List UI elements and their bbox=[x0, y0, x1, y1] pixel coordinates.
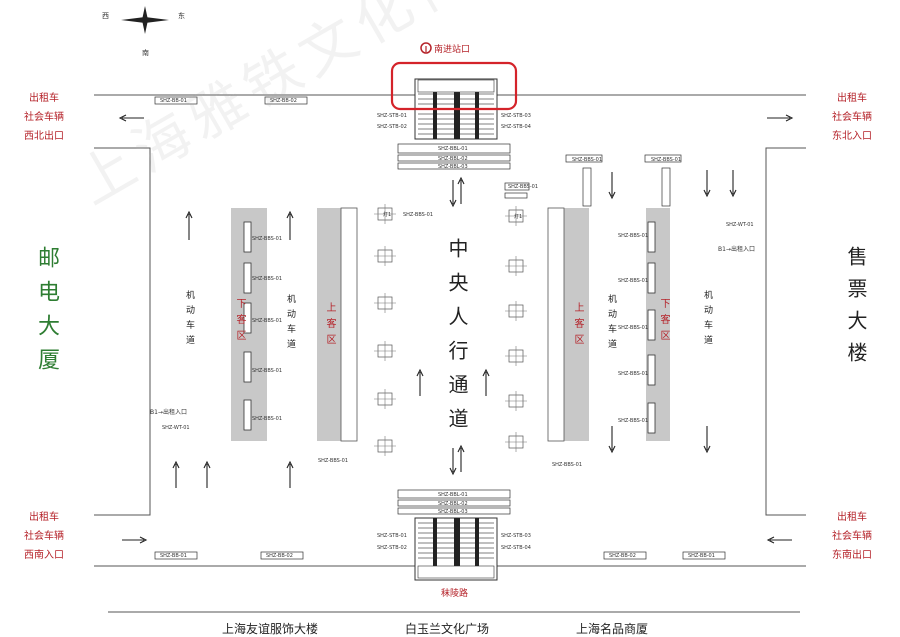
south-road-label: 秣陵路 bbox=[441, 589, 469, 599]
sign-label: SHZ-BBL-03 bbox=[438, 509, 468, 515]
sign-label: SHZ-BB-01 bbox=[160, 553, 187, 559]
sign-label: SHZ-STB-02 bbox=[377, 545, 407, 551]
sign-label: SHZ-BBS-01 bbox=[618, 278, 649, 284]
left-bottom-exit: 出租车社会车辆西南入口 bbox=[24, 512, 64, 561]
sign-label: SHZ-BBS-01 bbox=[508, 184, 539, 190]
sign-label: SHZ-BBS-01 bbox=[403, 212, 434, 218]
sign-label: SHZ-STB-03 bbox=[501, 533, 531, 539]
right-building: 售票大楼 bbox=[844, 246, 868, 374]
bottom-building-3: 上海名品商厦 bbox=[576, 622, 649, 636]
compass-east: 东 bbox=[178, 12, 185, 20]
north-exit-label: 南进站口 bbox=[434, 45, 471, 55]
sign-label: SHZ-STB-01 bbox=[377, 533, 407, 539]
sign-label: SHZ-BBS-01 bbox=[651, 157, 682, 163]
sign-label: SHZ-BBS-01 bbox=[252, 318, 283, 324]
sign-label: SHZ-BBS-01 bbox=[618, 418, 649, 424]
motor-lane-2: 机动车道 bbox=[285, 294, 295, 354]
pick-up-left: 上客区 bbox=[324, 302, 335, 350]
sign-label: SHZ-BBL-02 bbox=[438, 156, 468, 162]
pick-up-right: 上客区 bbox=[572, 302, 583, 350]
bottom-building-1: 上海友谊服饰大楼 bbox=[222, 622, 319, 636]
sign-label: SHZ-BBL-01 bbox=[438, 492, 468, 498]
sign-label: SHZ-STB-03 bbox=[501, 113, 531, 119]
sign-label: SHZ-BB-02 bbox=[609, 553, 636, 559]
bottom-building-2: 白玉兰文化广场 bbox=[405, 622, 490, 636]
sign-label: SHZ-BB-01 bbox=[688, 553, 715, 559]
compass-south: 南 bbox=[142, 49, 149, 57]
sign-label: SHZ-STB-02 bbox=[377, 124, 407, 130]
sign-label: SHZ-BBL-02 bbox=[438, 501, 468, 507]
drop-off-left: 下客区 bbox=[234, 298, 245, 346]
right-bottom-exit: 出租车社会车辆东南出口 bbox=[832, 512, 872, 561]
sign-label: SHZ-WT-01 bbox=[162, 425, 190, 431]
sign-label: SHZ-BBS-01 bbox=[252, 416, 283, 422]
left-building: 邮电大厦 bbox=[34, 246, 59, 382]
sign-label: SHZ-STB-04 bbox=[501, 124, 531, 130]
motor-lane-1: 机动车道 bbox=[184, 290, 194, 350]
motor-lane-3: 机动车道 bbox=[606, 294, 616, 354]
sign-label: SHZ-BBS-01 bbox=[252, 276, 283, 282]
motor-lane-4: 机动车道 bbox=[702, 290, 712, 350]
drop-off-right: 下客区 bbox=[658, 298, 669, 346]
sign-label: SHZ-BBS-01 bbox=[252, 236, 283, 242]
sign-label: SHZ-STB-04 bbox=[501, 545, 531, 551]
left-top-exit: 出租车社会车辆西北出口 bbox=[24, 93, 64, 142]
sign-label: SHZ-WT-01 bbox=[726, 222, 754, 228]
sign-label: SHZ-BB-01 bbox=[160, 98, 187, 104]
sign-label: SHZ-BBS-01 bbox=[572, 157, 603, 163]
sign-label: SHZ-BB-02 bbox=[270, 98, 297, 104]
sign-label: SHZ-BBS-01 bbox=[318, 458, 349, 464]
sign-label: 灯1 bbox=[514, 214, 523, 220]
north-exit-highlight bbox=[390, 61, 518, 111]
sign-label: SHZ-BBL-03 bbox=[438, 164, 468, 170]
sign-label: SHZ-STB-01 bbox=[377, 113, 407, 119]
sign-label: SHZ-BBS-01 bbox=[618, 325, 649, 331]
center-walkway: 中央人行通道 bbox=[445, 238, 469, 442]
compass-west: 西 bbox=[102, 12, 109, 20]
sign-label: SHZ-BBS-01 bbox=[618, 233, 649, 239]
sign-label: SHZ-BBS-01 bbox=[552, 462, 583, 468]
sign-label: SHZ-BBS-01 bbox=[252, 368, 283, 374]
sign-label: 灯1 bbox=[383, 212, 392, 218]
sign-label: SHZ-BBS-01 bbox=[618, 371, 649, 377]
sign-label: SHZ-BBL-01 bbox=[438, 146, 468, 152]
right-top-exit: 出租车社会车辆东北入口 bbox=[832, 93, 872, 142]
sign-label: B1→出租入口 bbox=[150, 409, 187, 416]
sign-label: SHZ-BB-02 bbox=[266, 553, 293, 559]
sign-label: B1→出租入口 bbox=[718, 246, 755, 253]
